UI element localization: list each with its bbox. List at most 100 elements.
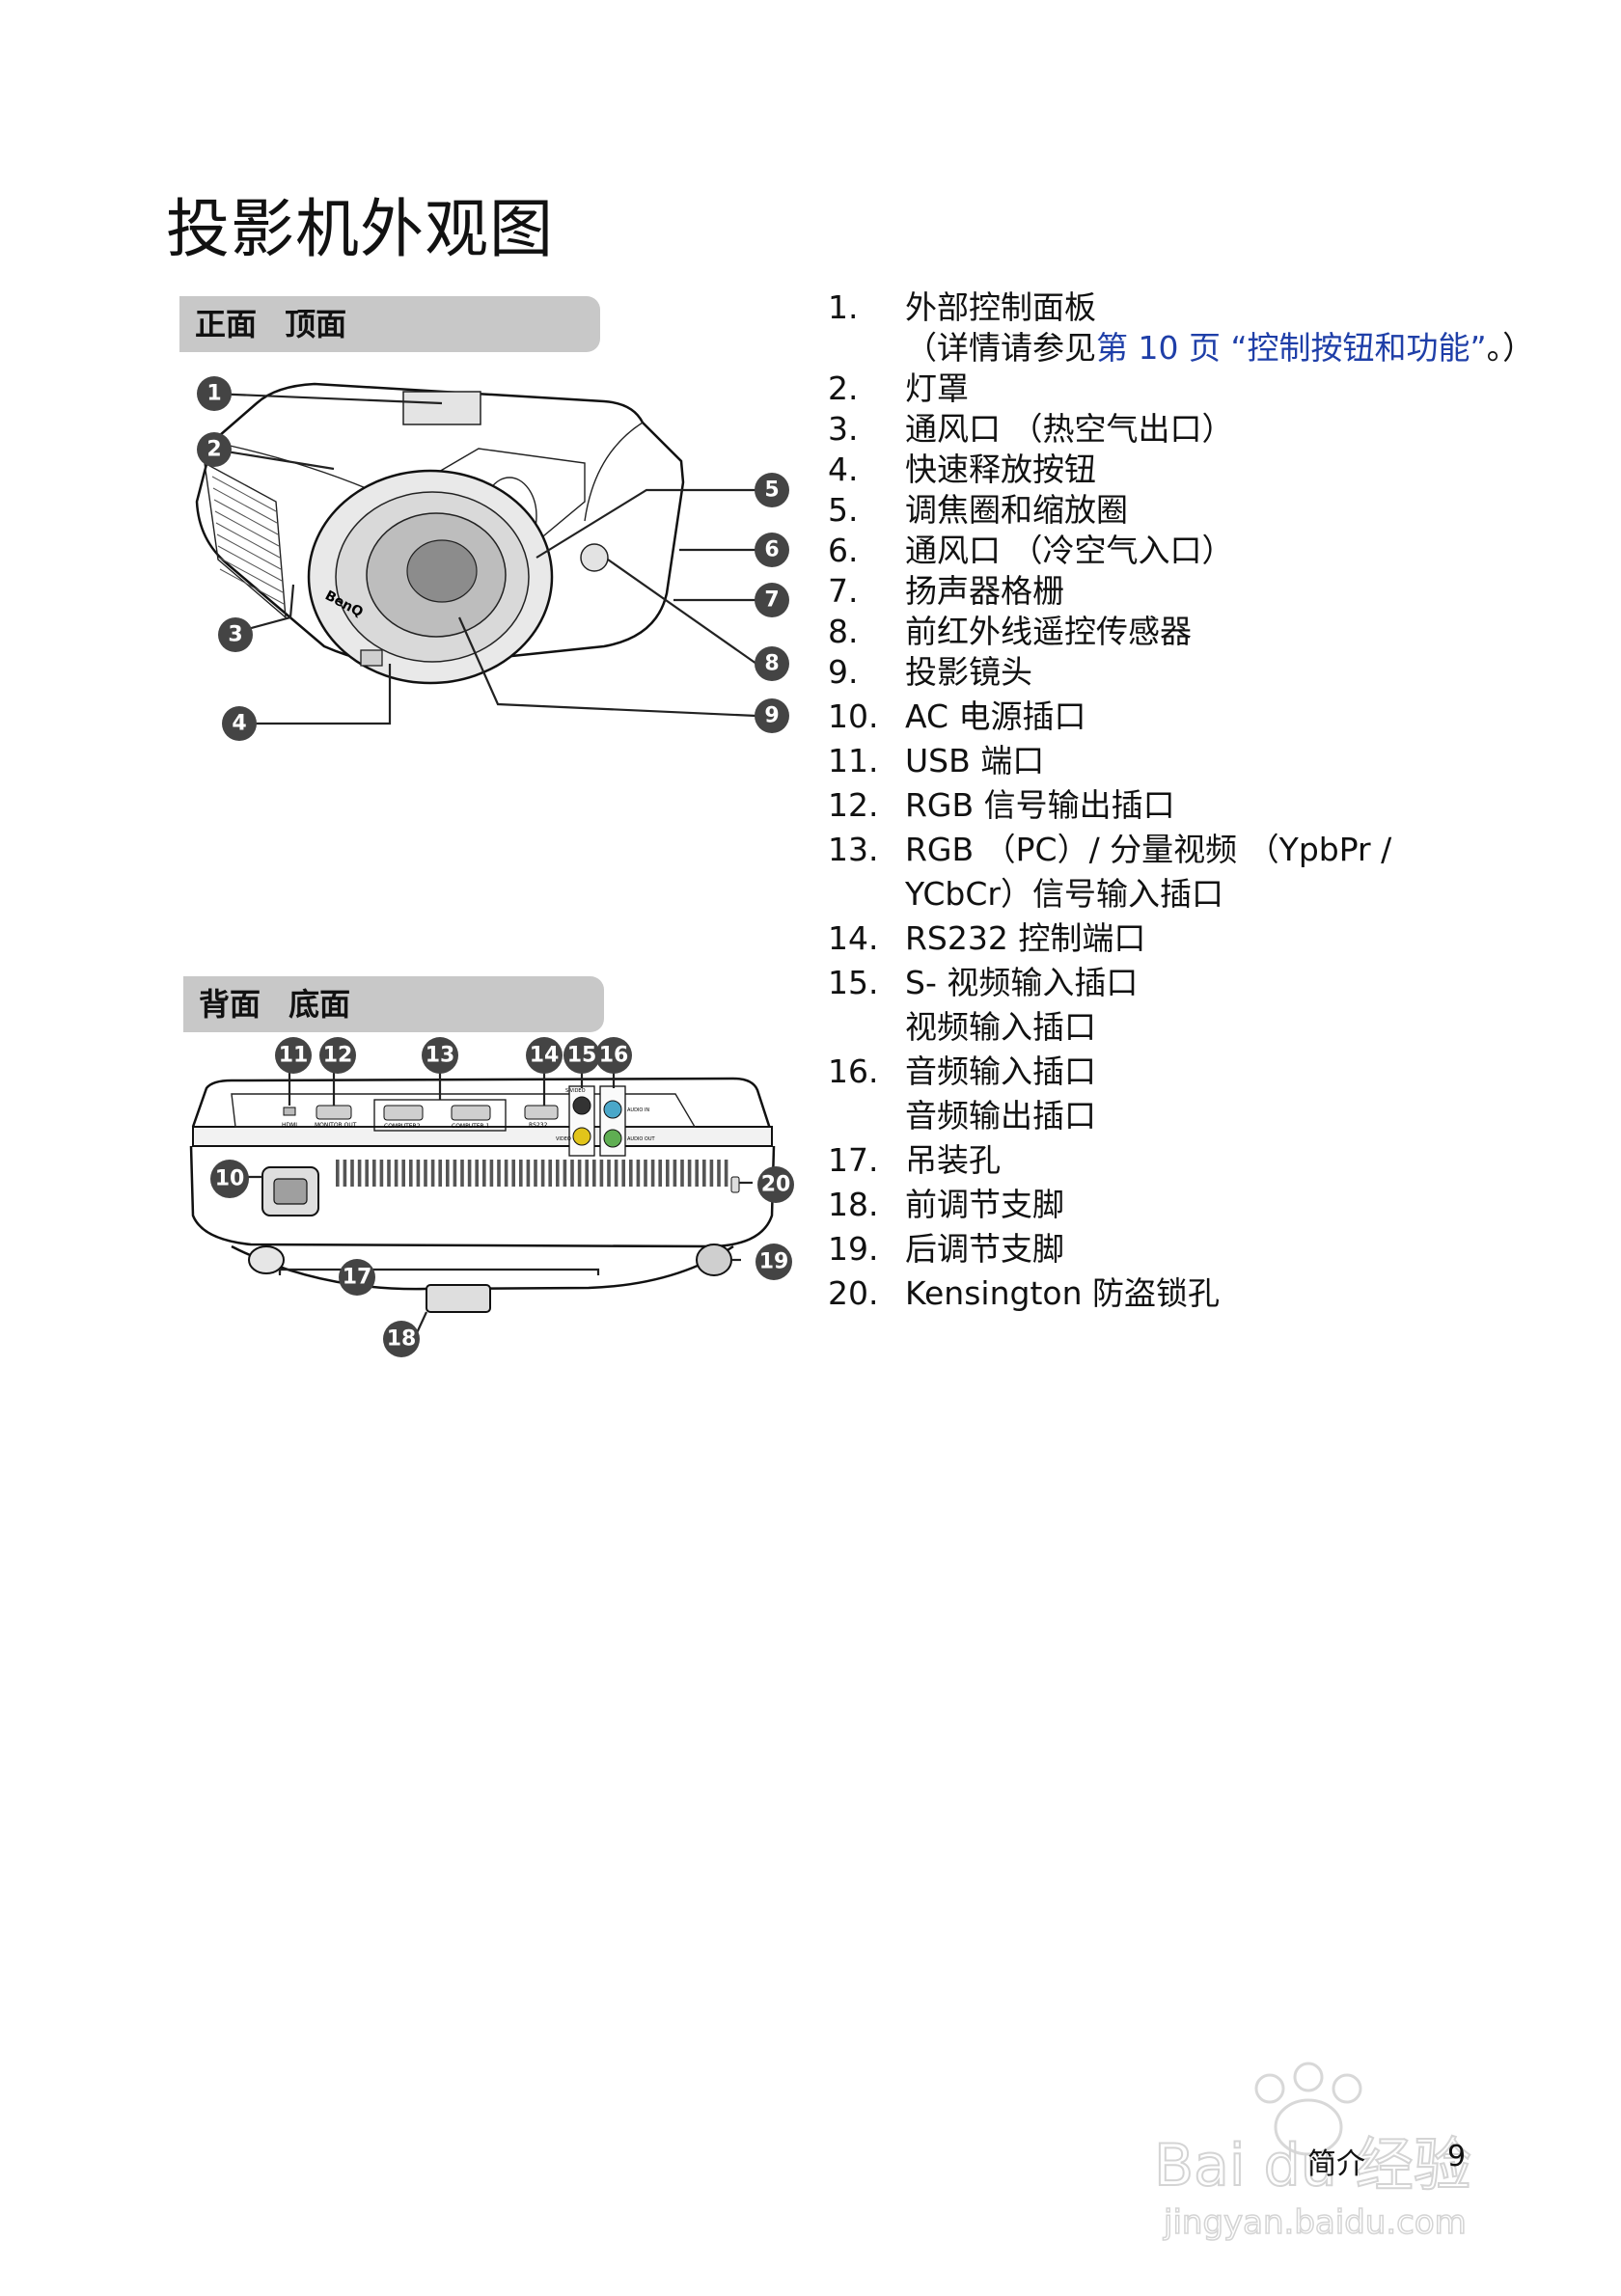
callout-number: 20 [761,1173,791,1197]
legend-item: 13. RGB （PC）/ 分量视频 （YpbPr / [828,830,1580,870]
audio-out-port [603,1129,622,1148]
callout-marker: 10 [210,1160,249,1198]
callout-number: 12 [323,1044,353,1068]
legend-item: 6.通风口 （冷空气入口） [828,531,1580,571]
callout-number: 4 [232,712,246,736]
callout-marker: 8 [755,646,789,681]
rs232-port [524,1105,559,1120]
quick-release-button [360,649,383,667]
ac-power-socket [261,1166,319,1216]
legend-item: 1.外部控制面板 [828,287,1580,328]
callout-marker: 6 [755,533,789,567]
rear-vent [336,1160,728,1187]
legend-item-number: 16. [828,1052,879,1090]
callout-number: 13 [426,1044,455,1068]
rs232-label: RS232 [529,1122,548,1129]
legend-item: 20. Kensington 防盗锁孔 [828,1273,1580,1314]
watermark-logo: Bai du 经验 [1154,2132,1471,2200]
legend-item-text: AC 电源插口 [905,697,1086,735]
legend-item-number: 10. [828,697,879,735]
callout-marker: 2 [197,432,232,467]
legend-item-text: USB 端口 [905,742,1045,779]
legend-item-number: 9. [828,653,859,691]
video-port [572,1127,591,1146]
legend-item-text: RGB 信号输出插口 [905,786,1175,824]
callout-marker: 5 [755,473,789,507]
legend-item-number: 6. [828,532,859,569]
cross-reference-link[interactable]: 第 10 页 “控制按钮和功能” [1096,329,1487,367]
callout-number: 8 [764,652,779,676]
legend-item-number: 8. [828,613,859,650]
legend-item: 14.RS232 控制端口 [828,918,1580,959]
legend-item-number: 15. [828,964,879,1001]
audio-in-port [603,1100,622,1119]
section-header-back-bottom: 背面 底面 [183,976,604,1032]
video-label: VIDEO [556,1136,571,1142]
callout-number: 16 [599,1044,629,1068]
legend-item-text: 后调节支脚 [905,1230,1064,1268]
legend-item-text: 。） [1486,329,1535,367]
legend-item: 3.通风口 （热空气出口） [828,409,1580,450]
projection-lens [307,469,554,685]
callout-number: 5 [764,478,779,503]
ir-sensor [580,543,609,572]
legend-item-text: 音频输出插口 [905,1097,1096,1134]
legend-item-text: RGB （PC）/ 分量视频 （YpbPr / [905,831,1392,868]
legend-item-text: 调焦圈和缩放圈 [905,491,1128,529]
watermark-url: jingyan.baidu.com [1163,2203,1467,2242]
legend-item: YCbCr）信号输入插口 [828,874,1580,915]
audio-out-label: AUDIO OUT [627,1136,656,1142]
legend-item-text: 投影镜头 [905,653,1032,691]
s-video-port [572,1096,591,1115]
legend-item-number: 2. [828,369,859,407]
baidu-watermark: Bai du 经验 jingyan.baidu.com [1154,2062,1472,2243]
callout-marker: 13 [422,1037,458,1074]
legend-item-number: 17. [828,1141,879,1179]
page-number: 9 [1447,2140,1467,2173]
callout-marker: 14 [526,1037,563,1074]
legend-item-number: 5. [828,491,859,529]
legend-item: 9. 投影镜头 [828,652,1580,693]
legend-item-text: S- 视频输入插口 [905,964,1139,1001]
callout-number: 18 [387,1327,417,1352]
legend-item-number: 12. [828,786,879,824]
legend-item-number: 20. [828,1274,879,1312]
legend-item-number: 1. [828,288,859,326]
legend-item: 10. AC 电源插口 [828,697,1580,737]
callout-marker: 3 [218,617,253,652]
legend-item-number: 13. [828,831,879,868]
legend-item: 8.前红外线遥控传感器 [828,612,1580,652]
legend-item: 17.吊装孔 [828,1140,1580,1181]
legend-item: 15. S- 视频输入插口 [828,963,1580,1003]
s-video-label: S-VIDEO [565,1088,586,1094]
legend-item-text: Kensington 防盗锁孔 [905,1274,1220,1312]
callout-number: 11 [279,1044,309,1068]
legend-item-text: 扬声器格栅 [905,572,1064,610]
callout-marker: 16 [595,1037,632,1074]
hdmi-label: HDMI [282,1122,297,1129]
legend-item: 5. 调焦圈和缩放圈 [828,490,1580,531]
monitor-out-port [316,1105,352,1120]
legend-item-number: 4. [828,451,859,488]
legend-item: 视频输入插口 [828,1007,1580,1048]
legend-item-text: 灯罩 [905,369,969,407]
legend-item-text: （详情请参见 [905,329,1096,367]
callout-number: 7 [764,588,779,613]
callout-marker: 20 [757,1166,794,1203]
computer2-port [383,1105,424,1121]
callout-marker: 19 [756,1244,792,1280]
callout-number: 6 [764,538,779,562]
legend-item: 12. RGB 信号输出插口 [828,785,1580,826]
callout-marker: 15 [563,1037,600,1074]
kensington-slot [730,1176,740,1193]
callout-marker: 11 [275,1037,312,1074]
callout-number: 17 [343,1266,372,1290]
callout-number: 9 [764,704,779,728]
monitor-out-label: MONITOR OUT [315,1122,357,1129]
legend-item-text: 快速释放按钮 [905,451,1096,488]
legend-item-number: 11. [828,742,879,779]
section-header-front-top: 正面 顶面 [179,296,600,352]
legend-item: 19.后调节支脚 [828,1229,1580,1270]
